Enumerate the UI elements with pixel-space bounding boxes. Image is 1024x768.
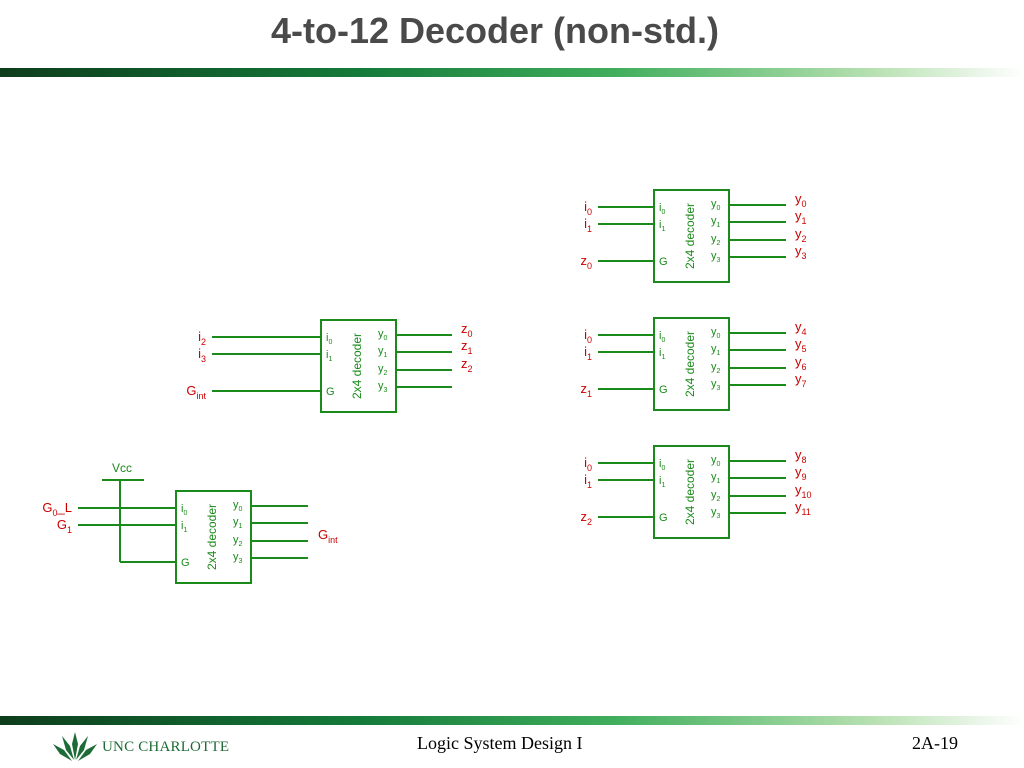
dec-z-input-label-0: i2 — [198, 329, 206, 347]
footer-course-title: Logic System Design I — [417, 733, 583, 753]
dec-z-port-y3: y3 — [378, 380, 388, 394]
dec-z-enable-label: Gint — [186, 383, 206, 401]
dec-y4-port-i1: i1 — [659, 347, 665, 361]
dec-y8-port-g: G — [659, 512, 668, 524]
dec-y4-input-label-0: i0 — [584, 327, 592, 345]
dec-y0-port-i0: i0 — [659, 202, 665, 216]
dec-y8-port-y3: y3 — [711, 506, 721, 520]
dec-y8-box — [653, 445, 730, 539]
dec-z-port-y2: y2 — [378, 363, 388, 377]
footer-slide-number: 2A-19 — [912, 733, 958, 753]
dec-y8-port-y2: y2 — [711, 489, 721, 503]
dec-y8-enable-label: z2 — [580, 509, 592, 527]
dec-enable-port-i0: i0 — [181, 503, 187, 517]
dec-enable-input-label-0: G0_L — [42, 500, 72, 518]
dec-y4-box — [653, 317, 730, 411]
dec-z-port-g: G — [326, 386, 335, 398]
dec-y0-port-y2: y2 — [711, 233, 721, 247]
dec-y4-type-label: 2x4 decoder — [683, 331, 697, 397]
vcc-label: Vcc — [112, 461, 132, 475]
dec-y4-port-y3: y3 — [711, 378, 721, 392]
dec-y8-type-label: 2x4 decoder — [683, 459, 697, 525]
dec-y0-port-y0: y0 — [711, 198, 721, 212]
dec-y0-output-label-3: y3 — [795, 243, 807, 261]
dec-enable-port-y0: y0 — [233, 499, 243, 513]
dec-enable-port-y2: y2 — [233, 534, 243, 548]
dec-enable-input-label-1: G1 — [57, 517, 72, 535]
dec-y0-output-label-1: y1 — [795, 208, 807, 226]
dec-z-port-i0: i0 — [326, 332, 332, 346]
dec-y4-port-g: G — [659, 384, 668, 396]
dec-y4-output-label-2: y6 — [795, 354, 807, 372]
slide-title: 4-to-12 Decoder (non-std.) — [270, 10, 719, 51]
dec-y8-port-y1: y1 — [711, 471, 721, 485]
dec-y0-output-label-0: y0 — [795, 191, 807, 209]
dec-enable-type-label: 2x4 decoder — [205, 504, 219, 570]
dec-y0-type-label: 2x4 decoder — [683, 203, 697, 269]
dec-y8-input-label-0: i0 — [584, 455, 592, 473]
dec-y4-port-y0: y0 — [711, 326, 721, 340]
dec-enable-output-label-2: Gint — [318, 527, 338, 545]
logo-text: UNC CHARLOTTE — [102, 738, 230, 755]
dec-z-port-i1: i1 — [326, 349, 332, 363]
dec-y0-output-label-2: y2 — [795, 226, 807, 244]
dec-y4-output-label-3: y7 — [795, 371, 807, 389]
dec-z-type-label: 2x4 decoder — [350, 333, 364, 399]
dec-y0-input-label-1: i1 — [584, 216, 592, 234]
dec-y4-input-label-1: i1 — [584, 344, 592, 362]
dec-y0-port-g: G — [659, 256, 668, 268]
dec-enable-port-g: G — [181, 557, 190, 569]
dec-y8-port-i0: i0 — [659, 458, 665, 472]
dec-y8-port-i1: i1 — [659, 475, 665, 489]
dec-y4-output-label-0: y4 — [795, 319, 807, 337]
dec-z-port-y0: y0 — [378, 328, 388, 342]
dec-y4-port-y2: y2 — [711, 361, 721, 375]
dec-z-port-y1: y1 — [378, 345, 388, 359]
dec-z-output-label-0: z0 — [461, 321, 473, 339]
dec-y8-port-y0: y0 — [711, 454, 721, 468]
dec-y0-input-label-0: i0 — [584, 199, 592, 217]
dec-y8-output-label-3: y11 — [795, 499, 811, 517]
dec-y8-output-label-0: y8 — [795, 447, 807, 465]
dec-enable-box — [175, 490, 252, 584]
crown-leaf-icon — [53, 732, 97, 761]
dec-enable-port-i1: i1 — [181, 520, 187, 534]
dec-y4-output-label-1: y5 — [795, 336, 807, 354]
dec-enable-port-y3: y3 — [233, 551, 243, 565]
footer-divider-bar — [0, 716, 1024, 725]
dec-z-box — [320, 319, 397, 413]
dec-y0-port-i1: i1 — [659, 219, 665, 233]
header-divider-bar — [0, 68, 1024, 77]
dec-y8-output-label-2: y10 — [795, 482, 812, 500]
dec-z-output-label-2: z2 — [461, 356, 473, 374]
dec-enable-port-y1: y1 — [233, 516, 243, 530]
dec-y8-input-label-1: i1 — [584, 472, 592, 490]
dec-z-input-label-1: i3 — [198, 346, 206, 364]
dec-y0-port-y3: y3 — [711, 250, 721, 264]
dec-y4-port-y1: y1 — [711, 343, 721, 357]
dec-y8-output-label-1: y9 — [795, 464, 807, 482]
unc-charlotte-logo: UNC CHARLOTTE — [52, 730, 229, 764]
dec-y0-box — [653, 189, 730, 283]
dec-y4-port-i0: i0 — [659, 330, 665, 344]
dec-y0-port-y1: y1 — [711, 215, 721, 229]
dec-z-output-label-1: z1 — [461, 338, 473, 356]
dec-y0-enable-label: z0 — [580, 253, 592, 271]
dec-y4-enable-label: z1 — [580, 381, 592, 399]
